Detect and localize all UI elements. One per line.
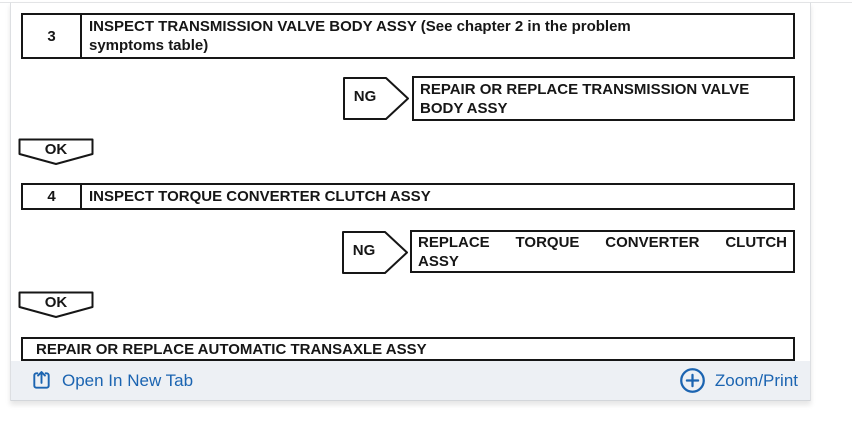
step-3-ng-result-line-1: REPAIR OR REPLACE TRANSMISSION VALVE: [420, 80, 750, 98]
ok-flag-step-3: OK: [18, 138, 94, 166]
ng-pentagon-icon: [342, 231, 408, 274]
step-3-box: 3 INSPECT TRANSMISSION VALVE BODY ASSY (…: [21, 13, 795, 59]
ng-pentagon-icon: [343, 77, 409, 120]
final-action-box: REPAIR OR REPLACE AUTOMATIC TRANSAXLE AS…: [21, 337, 795, 361]
step-4-ng-result-line-2: ASSY: [418, 252, 459, 270]
step-3-title-line-1: INSPECT TRANSMISSION VALVE BODY ASSY (Se…: [89, 18, 631, 35]
box-arrow-up-icon: [33, 371, 50, 389]
step-3-title: INSPECT TRANSMISSION VALVE BODY ASSY (Se…: [82, 15, 793, 57]
ng-label: NG: [353, 88, 377, 105]
step-4-title-line-1: INSPECT TORQUE CONVERTER CLUTCH ASSY: [89, 188, 431, 205]
step-4-ng-result-box: REPLACE TORQUE CONVERTER CLUTCH ASSY: [410, 230, 795, 273]
step-3-ng-result-box: REPAIR OR REPLACE TRANSMISSION VALVE BOD…: [412, 76, 795, 121]
zoom-print-link[interactable]: Zoom/Print: [679, 367, 798, 394]
plus-circle-icon: [679, 368, 705, 393]
open-in-new-tab-link[interactable]: Open In New Tab: [30, 369, 193, 392]
step-3-ng-result-line-2: BODY ASSY: [420, 99, 508, 117]
step-4-ng-result-line-1: REPLACE TORQUE CONVERTER CLUTCH: [418, 233, 787, 251]
viewer-footer-bar: Open In New Tab Zoom/Print: [11, 361, 810, 401]
ok-pennant-icon: [18, 138, 94, 165]
ng-label: NG: [352, 242, 376, 259]
ok-flag-step-4: OK: [18, 291, 94, 319]
ok-label: OK: [44, 294, 68, 311]
ok-pennant-icon: [18, 291, 94, 318]
ng-flag-step-4: NG: [342, 231, 408, 274]
step-4-number: 4: [23, 185, 82, 208]
step-4-title: INSPECT TORQUE CONVERTER CLUTCH ASSY: [82, 185, 793, 208]
step-4-box: 4 INSPECT TORQUE CONVERTER CLUTCH ASSY: [21, 183, 795, 210]
ng-flag-step-3: NG: [343, 77, 409, 120]
open-in-new-tab-label: Open In New Tab: [62, 370, 194, 390]
step-3-number: 3: [23, 15, 82, 57]
diagnostic-flowchart-panel: 3 INSPECT TRANSMISSION VALVE BODY ASSY (…: [10, 2, 811, 401]
zoom-print-label: Zoom/Print: [714, 370, 798, 390]
ok-label: OK: [44, 141, 68, 158]
step-3-title-line-2: symptoms table): [89, 37, 209, 54]
